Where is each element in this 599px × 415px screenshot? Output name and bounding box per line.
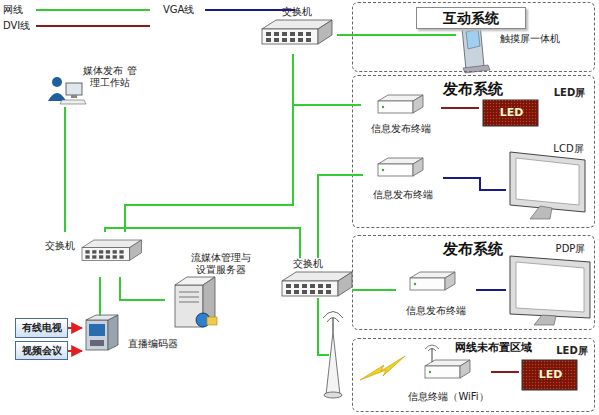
server: 流媒体管理与 设置服务器 <box>165 250 255 332</box>
node-label: LED屏 <box>552 345 592 357</box>
cable-line <box>352 289 396 291</box>
legend-line <box>36 9 150 11</box>
system-region: 互动系统触摸屏一体机 <box>352 2 595 72</box>
pdp-display: PDP屏 <box>506 241 594 327</box>
cable-line <box>64 107 66 232</box>
encoder: 直播编码器 <box>82 316 182 358</box>
node-label: 触摸屏一体机 <box>494 33 566 45</box>
system-region: 发布系统信息发布终端 LED屏 LED 信息发布终端 LCD屏 <box>352 75 595 228</box>
terminal-icon <box>410 272 455 290</box>
cable-line <box>441 107 479 109</box>
terminal: 信息发布终端 <box>396 269 476 321</box>
wifi-antenna <box>425 345 439 362</box>
node-label: 发布系统 <box>433 240 513 258</box>
source-box: 有线电视 <box>15 318 68 338</box>
terminal: 信息发布终端 <box>363 156 443 206</box>
lcd-display: LCD屏 <box>506 141 594 223</box>
wireless-bolt <box>360 356 405 380</box>
terminal: 信息终端（WiFi） <box>406 353 491 408</box>
legend-line <box>36 25 150 27</box>
node-label: 信息终端（WiFi） <box>406 391 491 403</box>
system-region: 网线未布置区域信息终端（WiFi） LED屏 LED <box>352 338 595 412</box>
led-screen <box>522 360 577 390</box>
switch: 交换机 <box>40 232 140 277</box>
cable-line <box>99 277 101 316</box>
pdp-monitor <box>510 256 590 325</box>
access-point <box>318 298 343 398</box>
node-label: 网线未布置区域 <box>443 342 543 354</box>
legend-label: DVI线 <box>3 20 30 32</box>
node-label: 信息发布终端 <box>363 189 443 201</box>
server-icon <box>175 277 217 327</box>
legend-label: VGA线 <box>163 4 194 16</box>
terminal-icon <box>378 158 423 176</box>
node-label: PDP屏 <box>548 243 593 255</box>
node-label: 交换机 <box>288 258 328 270</box>
node-label: 有线电视 <box>16 322 67 334</box>
node-label: 交换机 <box>40 240 80 252</box>
encoder-icon <box>86 315 118 350</box>
led-display: LED屏 LED <box>479 85 594 131</box>
lcd-monitor <box>510 152 585 219</box>
source-box: 视频会议 <box>15 341 68 360</box>
cable-line <box>293 54 361 105</box>
node-label: LED屏 <box>547 87 592 99</box>
kiosk: 触摸屏一体机 <box>456 21 594 71</box>
cable-line <box>68 350 82 352</box>
cable-line <box>105 228 300 258</box>
switch: 交换机 <box>255 6 337 54</box>
node-label: LCD屏 <box>546 143 591 155</box>
cable-line <box>120 277 165 300</box>
system-region: 发布系统信息发布终端 PDP屏 <box>352 235 595 330</box>
led-display: LED屏 LED <box>519 343 594 398</box>
legend-line <box>205 9 295 11</box>
node-label: 信息发布终端 <box>396 305 476 317</box>
cable-line <box>125 54 293 232</box>
cable-line <box>318 175 363 258</box>
switch: 交换机 <box>280 258 352 302</box>
terminal: 信息发布终端 <box>361 93 441 138</box>
node-label: 流媒体管理与 设置服务器 <box>187 252 255 276</box>
node-label: 发布系统 <box>433 80 513 98</box>
node-label: 互动系统 <box>416 7 526 29</box>
legend-label: 网线 <box>3 4 23 16</box>
terminal-icon <box>425 360 470 378</box>
cable-line <box>491 371 519 373</box>
kiosk-icon <box>462 24 490 73</box>
node-label: 视频会议 <box>16 345 67 357</box>
workstation-icon <box>48 77 86 104</box>
workstation: 媒体发布 管理工作站 <box>45 62 140 107</box>
node-label: 媒体发布 管理工作站 <box>81 65 139 89</box>
cable-line <box>443 178 506 190</box>
led-screen <box>483 100 538 126</box>
cable-line <box>476 289 506 291</box>
terminal-icon <box>378 95 423 113</box>
node-label: LED <box>484 107 539 119</box>
cable-line <box>337 34 456 36</box>
node-label: 直播编码器 <box>124 338 182 350</box>
node-label: LED <box>523 369 578 381</box>
cable-line <box>68 327 82 329</box>
switch-icon <box>262 20 332 44</box>
switch-icon <box>282 272 352 296</box>
node-label: 交换机 <box>277 6 317 18</box>
node-label: 信息发布终端 <box>361 123 441 135</box>
switch-icon <box>82 240 142 260</box>
